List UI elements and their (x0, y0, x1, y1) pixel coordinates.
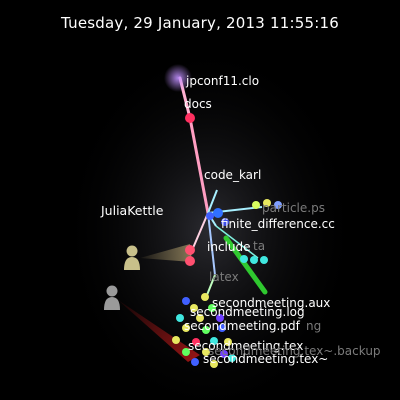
node-file (216, 314, 224, 322)
branch-cyan-files (215, 225, 259, 259)
directory-label: include (207, 240, 251, 254)
directory-label: docs (184, 97, 212, 111)
node-file (274, 201, 282, 209)
background-haze (60, 40, 360, 400)
directory-label: jpconf11.clo (186, 74, 260, 88)
user-label: JuliaKettle (101, 203, 164, 218)
node-file (176, 314, 184, 322)
file-label: ta (253, 239, 266, 253)
jpconf-glow (164, 64, 192, 92)
node-file (240, 255, 248, 263)
node-file (260, 256, 268, 264)
node-file (221, 218, 229, 226)
node-file (202, 326, 210, 334)
node-file (202, 348, 210, 356)
node-file (201, 293, 209, 301)
node-include-a (185, 245, 195, 255)
timestamp: Tuesday, 29 January, 2013 11:55:16 (61, 14, 339, 32)
file-label: secondmeeting.aux (212, 296, 331, 310)
directory-nodes (185, 113, 195, 266)
branch-root-code (207, 189, 218, 214)
directory-label: code_karl (204, 168, 262, 182)
directory-label: latex (209, 270, 239, 284)
person-icon[interactable] (103, 285, 121, 311)
file-nodes-code (206, 199, 282, 264)
node-file (196, 314, 204, 322)
node-file (182, 297, 190, 305)
file-label: secondmeeting.pdf (184, 319, 300, 333)
node-docs (185, 113, 195, 123)
file-label: finite_difference.cc (221, 217, 335, 231)
branch-green-beam (223, 235, 268, 295)
file-label: particle.ps (262, 201, 325, 215)
user-beam-juliakettle (140, 244, 192, 262)
node-file (182, 324, 190, 332)
node-file (172, 336, 180, 344)
node-file (228, 354, 236, 362)
node-file (220, 350, 228, 358)
node-file (210, 360, 218, 368)
node-file (224, 338, 232, 346)
node-file (192, 338, 200, 346)
branch-root-latex (207, 212, 216, 276)
branches (178, 76, 268, 301)
file-label: secondmeeting.tex~.backup (208, 344, 381, 358)
file-nodes-latex (172, 293, 236, 368)
file-label: secondmeeting.log (190, 305, 305, 319)
file-label: ng (306, 319, 322, 333)
file-label: secondmeeting.tex (188, 339, 304, 353)
node-file (250, 256, 258, 264)
node-file (213, 208, 223, 218)
node-file (252, 201, 260, 209)
node-file (182, 348, 190, 356)
node-file (191, 358, 199, 366)
person-icon[interactable] (123, 245, 141, 271)
branch-docs-root (188, 116, 210, 215)
node-file (190, 304, 198, 312)
user-beam-second (118, 300, 200, 362)
node-file (218, 324, 226, 332)
file-label: secondmeeting.tex~ (203, 352, 329, 366)
node-include-b (185, 256, 195, 266)
node-file (210, 337, 218, 345)
node-file (206, 212, 214, 220)
node-file (263, 199, 271, 207)
node-file (208, 304, 216, 312)
